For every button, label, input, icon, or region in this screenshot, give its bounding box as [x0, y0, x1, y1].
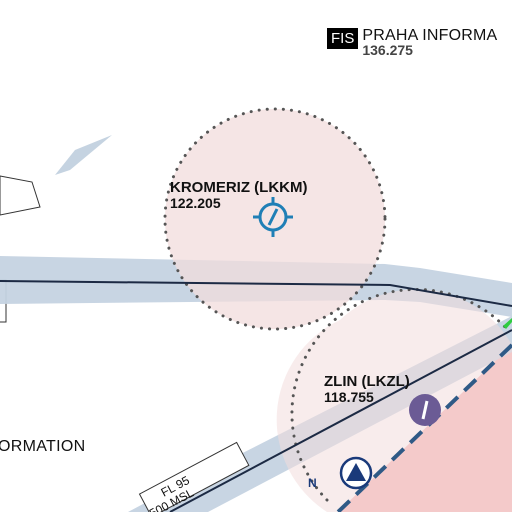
- airway-line-diagonal: [169, 329, 512, 512]
- atz-zone-kromeriz: [163, 107, 387, 331]
- airfield-icon[interactable]: [253, 197, 293, 237]
- airport-name: KROMERIZ (LKKM): [170, 179, 308, 196]
- north-marker: N: [308, 476, 317, 490]
- atz-zone-zlin: [276, 289, 512, 512]
- navaid-icon[interactable]: [339, 456, 373, 490]
- airway-line-horizontal: [0, 280, 512, 307]
- airport-label-kromeriz[interactable]: KROMERIZ (LKKM) 122.205: [170, 179, 307, 211]
- airfield-icon[interactable]: [409, 394, 441, 426]
- airport-label-zlin[interactable]: ZLIN (LKZL) 118.755: [324, 373, 410, 405]
- fis-tag: FIS: [327, 28, 359, 49]
- fis-label: FIS PRAHA INFORMA 136.275: [327, 28, 497, 58]
- fis-sector-label: ORMATION: [0, 438, 86, 455]
- airport-frequency: 118.755: [324, 389, 374, 405]
- terrain-strip: [55, 135, 112, 175]
- fis-frequency: 136.275: [362, 42, 413, 58]
- airspace-box-upper-left: [0, 175, 41, 216]
- airway-label-box: [138, 441, 250, 512]
- airport-frequency: 122.205: [170, 195, 221, 211]
- fis-name: PRAHA INFORMA: [362, 27, 498, 44]
- airport-name: ZLIN (LKZL): [324, 373, 410, 390]
- boundary-accent: [503, 318, 512, 329]
